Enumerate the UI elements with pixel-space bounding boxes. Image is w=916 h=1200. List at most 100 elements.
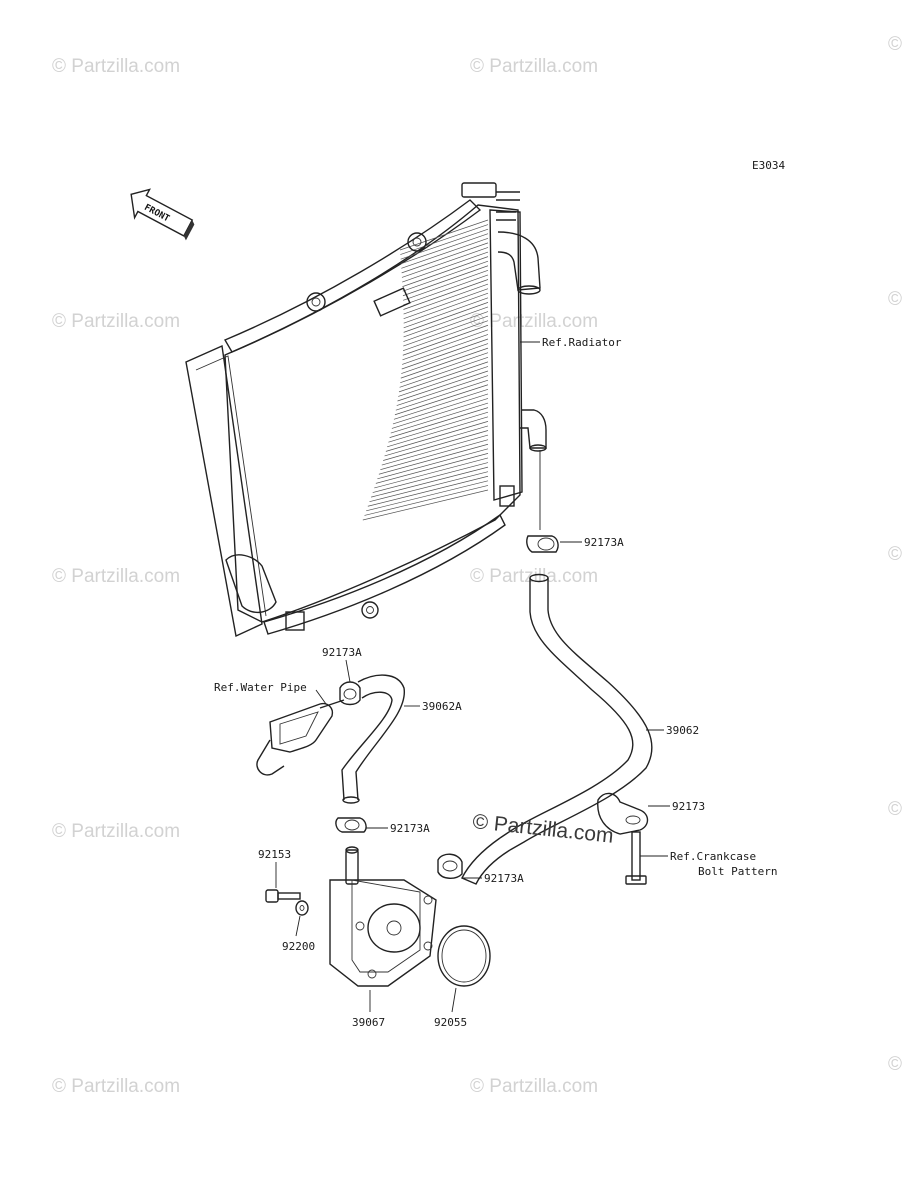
label-ref-crankcase: Ref.Crankcase xyxy=(670,850,756,863)
radiator-fin xyxy=(403,297,489,329)
radiator-fin xyxy=(400,224,489,255)
radiator-fin xyxy=(399,219,489,251)
radiator-fin xyxy=(402,320,489,352)
radiator-fin xyxy=(366,480,489,512)
label-ref-radiator: Ref.Radiator xyxy=(542,336,622,349)
bolt-crankcase xyxy=(625,831,668,885)
radiator-fin xyxy=(378,443,489,475)
label-92153: 92153 xyxy=(258,848,291,861)
label-92173A-top-left: 92173A xyxy=(322,646,362,659)
watermark: © Partzilla.com xyxy=(470,1076,598,1097)
radiator-fin xyxy=(371,466,489,498)
watermark: © xyxy=(888,34,902,55)
label-bolt-pattern: Bolt Pattern xyxy=(698,865,777,878)
bracket-92173 xyxy=(597,792,670,835)
radiator-fin xyxy=(380,439,489,470)
radiator-fin xyxy=(403,292,489,324)
o-ring-92055 xyxy=(437,925,491,1013)
clamp-92173A-upper xyxy=(526,535,582,553)
radiator-fin xyxy=(402,324,489,356)
hose-39062 xyxy=(461,573,664,885)
label-39067: 39067 xyxy=(352,1016,385,1029)
radiator-fin xyxy=(395,379,489,411)
radiator-fin xyxy=(375,453,489,484)
watermark: © Partzilla.com xyxy=(52,821,180,842)
label-92055: 92055 xyxy=(434,1016,467,1029)
radiator-fin xyxy=(385,421,489,452)
radiator-fin xyxy=(402,256,489,287)
label-39062A: 39062A xyxy=(422,700,462,713)
radiator-fin xyxy=(396,375,489,406)
watermark: © Partzilla.com xyxy=(52,311,180,332)
diagram-code: E3034 xyxy=(752,159,785,172)
watermark: © Partzilla.com xyxy=(470,56,598,77)
radiator-fin xyxy=(374,457,489,489)
radiator-fin xyxy=(403,283,489,315)
radiator-fin xyxy=(384,425,489,457)
watermark: © xyxy=(888,799,902,820)
clamp-92173A-top-left xyxy=(339,659,361,706)
label-ref-water-pipe: Ref.Water Pipe xyxy=(214,681,307,694)
radiator-fin xyxy=(399,356,489,388)
radiator-fin xyxy=(393,388,489,420)
radiator-fin xyxy=(402,251,489,283)
radiator-fins xyxy=(362,219,489,521)
label-92200: 92200 xyxy=(282,940,315,953)
radiator-fin xyxy=(403,270,489,301)
watermark: © Partzilla.com xyxy=(470,566,598,587)
washer-92200 xyxy=(295,900,309,937)
radiator-fin xyxy=(402,265,489,297)
brand-watermark: © Partzilla.com xyxy=(471,810,614,848)
radiator-fin xyxy=(402,334,489,365)
radiator-fin xyxy=(383,430,489,461)
radiator-fin xyxy=(401,338,489,370)
watermark: © Partzilla.com xyxy=(470,311,598,332)
label-92173A-mid: 92173A xyxy=(390,822,430,835)
radiator-fin xyxy=(391,398,489,429)
radiator-fin xyxy=(364,485,489,516)
radiator-fin xyxy=(400,233,489,265)
watermark: © xyxy=(888,544,902,565)
hose-39062A xyxy=(341,674,420,804)
radiator-fin xyxy=(402,329,489,361)
radiator-fin xyxy=(400,228,489,260)
radiator-fin xyxy=(394,384,489,416)
radiator-fin xyxy=(398,366,489,397)
watermark: © Partzilla.com xyxy=(52,566,180,587)
radiator-fin xyxy=(387,416,489,448)
radiator-fin xyxy=(369,471,489,503)
radiator-fin xyxy=(403,306,489,338)
label-92173: 92173 xyxy=(672,800,705,813)
radiator-fin xyxy=(400,352,489,384)
radiator-fin xyxy=(388,411,489,443)
radiator-fin xyxy=(403,315,489,347)
radiator-fin xyxy=(362,489,489,521)
bolt-92153 xyxy=(265,862,301,903)
clamp-92173A-mid xyxy=(335,817,388,833)
clamp-92173A-low xyxy=(437,853,482,879)
label-92173A-upper: 92173A xyxy=(584,536,624,549)
radiator-fin xyxy=(389,407,489,438)
radiator xyxy=(185,182,547,638)
radiator-fin xyxy=(397,370,489,402)
radiator-fin xyxy=(402,260,489,292)
watermark: © xyxy=(888,289,902,310)
radiator-fin xyxy=(403,274,489,306)
water-pipe xyxy=(256,689,345,776)
radiator-fin xyxy=(401,247,489,278)
radiator-fin xyxy=(403,288,489,319)
radiator-fin xyxy=(392,393,489,425)
radiator-fin xyxy=(401,237,489,269)
watermark: © xyxy=(888,1054,902,1075)
radiator-fin xyxy=(377,448,489,480)
radiator-fin xyxy=(381,434,489,466)
radiator-fin xyxy=(372,462,489,493)
label-92173A-low: 92173A xyxy=(484,872,524,885)
radiator-fin xyxy=(398,361,489,393)
radiator-fin xyxy=(403,302,489,333)
watermark-grid: © Partzilla.com © Partzilla.com © © Part… xyxy=(52,34,902,1097)
oil-cooler-39067 xyxy=(329,846,437,1012)
front-arrow-icon: FRONT xyxy=(130,188,195,241)
